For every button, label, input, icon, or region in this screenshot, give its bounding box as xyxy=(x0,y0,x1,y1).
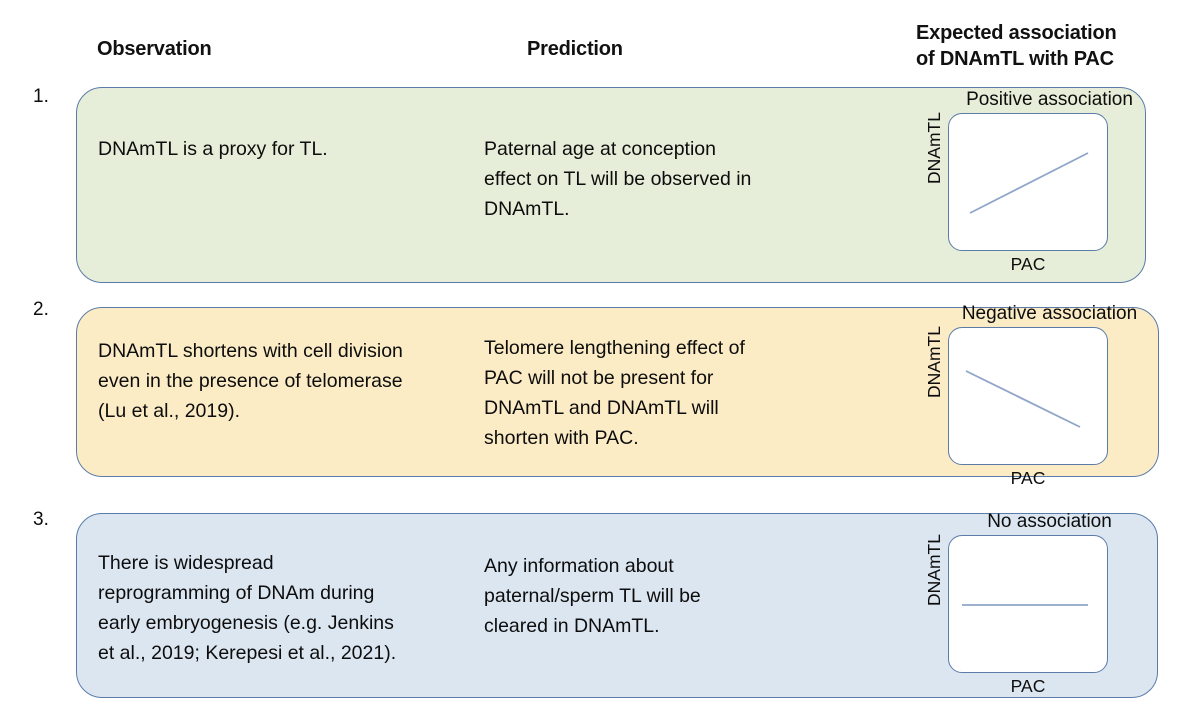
row-1-plot-xlabel: PAC xyxy=(1010,254,1046,274)
row-1-plot-ylabel: DNAmTL xyxy=(924,112,944,184)
row-2-plot-xlabel: PAC xyxy=(1010,468,1046,488)
row-3-plot-xlabel: PAC xyxy=(1010,676,1046,696)
row-1-trend-line-svg xyxy=(969,152,1089,214)
row-2-plot-ylabel: DNAmTL xyxy=(924,326,944,398)
row-2-observation-text: DNAmTL shortens with cell division even … xyxy=(98,340,403,422)
row-3-prediction-text: Any information about paternal/sperm TL … xyxy=(484,555,701,637)
row-1-observation-text: DNAmTL is a proxy for TL. xyxy=(98,138,328,160)
column-header-expected-association: Expected association of DNAmTL with PAC xyxy=(916,22,1117,70)
row-3-observation-text: There is widespread reprogramming of DNA… xyxy=(98,552,397,664)
row-3-trend-line-svg xyxy=(962,604,1088,606)
row-number-3: 3. xyxy=(33,509,49,530)
row-number-2: 2. xyxy=(33,299,49,320)
row-3-plot-caption: No association xyxy=(987,511,1112,532)
row-2-prediction-text: Telomere lengthening effect of PAC will … xyxy=(484,337,745,449)
column-header-prediction: Prediction xyxy=(527,38,623,60)
column-header-observation: Observation xyxy=(97,38,212,60)
row-1-plot-frame xyxy=(948,113,1108,251)
row-number-1: 1. xyxy=(33,86,49,107)
row-1-plot-caption: Positive association xyxy=(966,89,1133,110)
row-2-trend-line-svg xyxy=(965,370,1081,428)
row-3-plot-ylabel: DNAmTL xyxy=(924,534,944,606)
row-2-plot-caption: Negative association xyxy=(961,303,1138,324)
row-3-plot-frame xyxy=(948,535,1108,673)
row-1-prediction-text: Paternal age at conception effect on TL … xyxy=(484,138,752,220)
row-2-plot-frame xyxy=(948,327,1108,465)
